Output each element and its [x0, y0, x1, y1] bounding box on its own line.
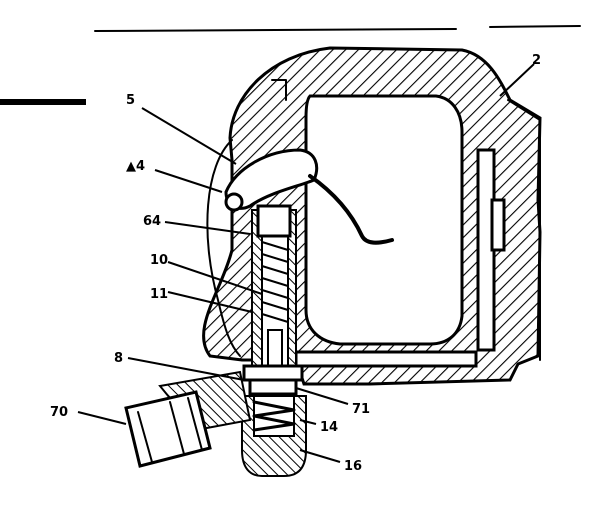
- callout-11: 11: [150, 287, 168, 302]
- callout-5: 5: [126, 93, 135, 108]
- top-rule-lines: [94, 25, 581, 32]
- pivot-pin: [224, 192, 244, 212]
- callout-70: 70: [50, 405, 68, 420]
- callout-10: 10: [150, 253, 168, 268]
- callout-4: ▲4: [126, 159, 145, 174]
- idle-screw-assembly: [251, 204, 297, 367]
- body-outline: [206, 139, 241, 357]
- fuel-bowl-cavity: [304, 94, 464, 346]
- fuel-inlet-fitting: [124, 370, 252, 468]
- screw-head: [256, 204, 292, 238]
- callout-8: 8: [114, 351, 123, 366]
- callout-64: 64: [143, 214, 161, 229]
- callout-2: 2: [532, 53, 541, 68]
- callout-labels: 2 5 ▲4 64 10 11 8 70 71 14 16: [50, 53, 541, 474]
- leader-lines: [77, 63, 535, 463]
- callout-14: 14: [320, 420, 338, 435]
- float-lever: [224, 148, 394, 245]
- callout-16: 16: [344, 459, 362, 474]
- callout-71: 71: [352, 402, 370, 417]
- left-margin-bar: [0, 99, 86, 105]
- screw-threads: [261, 241, 289, 323]
- needle-seat-assembly: [241, 364, 307, 477]
- bottom-passage: [294, 350, 478, 368]
- side-slot: [490, 198, 506, 252]
